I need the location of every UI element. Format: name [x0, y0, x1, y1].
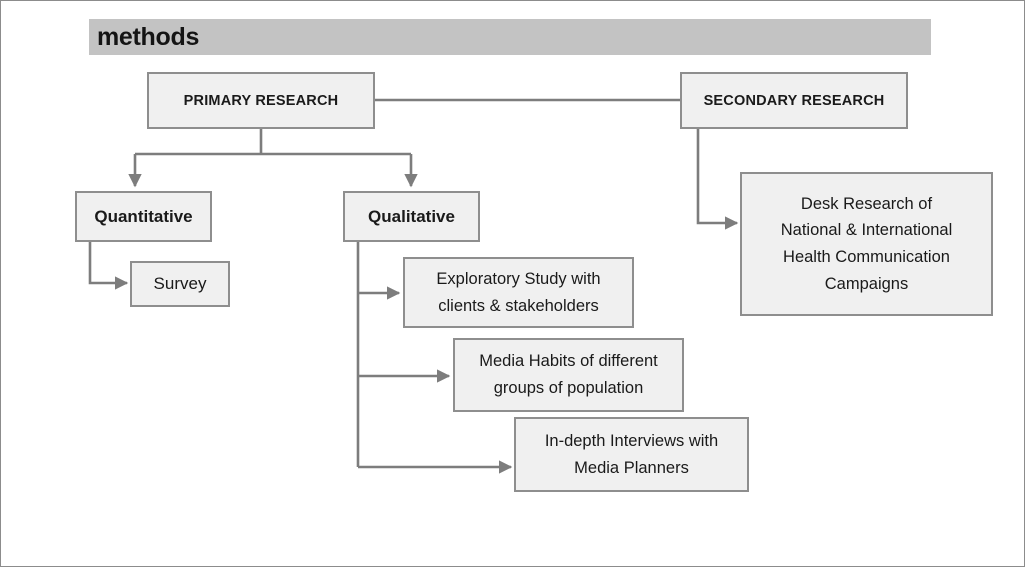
- connector-quantitative-to-survey: [88, 242, 129, 290]
- node-primary-research[interactable]: PRIMARY RESEARCH: [147, 72, 375, 129]
- node-secondary-research-label: SECONDARY RESEARCH: [703, 92, 885, 109]
- page-title: methods: [97, 23, 200, 51]
- node-qualitative[interactable]: Qualitative: [343, 191, 480, 242]
- node-exploratory-study[interactable]: Exploratory Study with clients & stakeho…: [403, 257, 634, 328]
- node-desk-research[interactable]: Desk Research of National & Internationa…: [740, 172, 993, 316]
- node-in-depth-interviews-label: In-depth Interviews with Media Planners: [544, 431, 719, 477]
- node-quantitative-label: Quantitative: [94, 206, 193, 226]
- node-desk-research-label: Desk Research of National & Internationa…: [780, 194, 953, 293]
- node-exploratory-study-label: Exploratory Study with clients & stakeho…: [436, 269, 601, 315]
- node-media-habits[interactable]: Media Habits of different groups of popu…: [453, 338, 684, 412]
- node-secondary-research[interactable]: SECONDARY RESEARCH: [680, 72, 908, 129]
- node-survey[interactable]: Survey: [130, 261, 230, 307]
- section-title-bar: [89, 19, 931, 55]
- node-media-habits-label: Media Habits of different groups of popu…: [479, 352, 658, 397]
- node-survey-label: Survey: [153, 274, 207, 293]
- connector-secondary-to-desk-research: [696, 129, 739, 230]
- node-in-depth-interviews[interactable]: In-depth Interviews with Media Planners: [514, 417, 749, 492]
- node-primary-research-label: PRIMARY RESEARCH: [183, 92, 339, 109]
- node-qualitative-label: Qualitative: [368, 206, 455, 226]
- node-quantitative[interactable]: Quantitative: [75, 191, 212, 242]
